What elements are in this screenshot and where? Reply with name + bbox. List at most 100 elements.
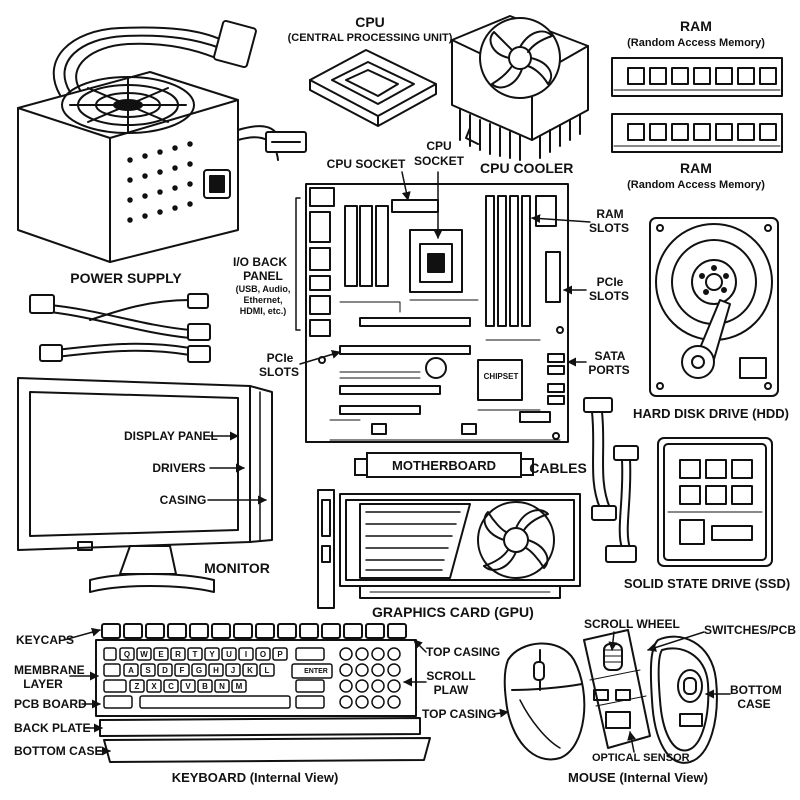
keycap-letter: Q bbox=[124, 650, 130, 659]
motherboard-label: MOTHERBOARD bbox=[392, 457, 496, 473]
mouse-label: MOUSE (Internal View) bbox=[568, 770, 708, 785]
ram-mid-subtitle: (Random Access Memory) bbox=[627, 179, 765, 191]
keycap bbox=[123, 663, 139, 677]
cpu-socket-top-label-2: SOCKET bbox=[413, 154, 464, 168]
io-panel-label-4: Ethernet, bbox=[243, 295, 283, 305]
pcb-board-label: PCB BOARD bbox=[14, 697, 87, 711]
monitor-callouts bbox=[207, 431, 267, 505]
keycap-letter: B bbox=[202, 682, 208, 691]
pcie-slots-right-label-1: PCIe bbox=[596, 275, 624, 289]
keycap-letter: S bbox=[145, 666, 151, 675]
cpu-chip bbox=[309, 49, 437, 127]
keycap bbox=[255, 647, 271, 661]
solid-state-drive bbox=[657, 437, 773, 567]
mouse-bottom-case-label-1: BOTTOM bbox=[730, 683, 782, 697]
chipset-label: CHIPSET bbox=[483, 372, 519, 381]
graphics-card-label: GRAPHICS CARD (GPU) bbox=[372, 604, 534, 620]
monitor-label: MONITOR bbox=[204, 560, 270, 576]
cpu-title: CPU bbox=[355, 14, 385, 30]
bottom-case-label: BOTTOM CASE bbox=[14, 744, 103, 758]
keycap-letter: M bbox=[236, 682, 243, 691]
keycap-letter: I bbox=[245, 650, 247, 659]
keyboard-label: KEYBOARD (Internal View) bbox=[171, 770, 339, 785]
keycap bbox=[197, 679, 213, 693]
keycap bbox=[157, 663, 173, 677]
pcie-slots-left-label-1: PCIe bbox=[266, 351, 294, 365]
scroll-label-2: PLAW bbox=[433, 683, 469, 697]
keycap-letter: H bbox=[213, 666, 219, 675]
psu-cable-bundle bbox=[29, 293, 211, 363]
keycap-letter: R bbox=[175, 650, 181, 659]
mouse-bottom-case-label-2: CASE bbox=[737, 697, 771, 711]
membrane-label-1: MEMBRANE bbox=[14, 663, 85, 677]
keycap-letter: E bbox=[158, 650, 164, 659]
keycap-letter: K bbox=[247, 666, 253, 675]
mouse-callouts bbox=[493, 631, 731, 753]
graphics-card bbox=[317, 489, 581, 609]
keycap bbox=[163, 679, 179, 693]
keycap-letter: O bbox=[260, 650, 266, 659]
keyboard-top-casing-label: TOP CASING bbox=[426, 645, 501, 659]
cpu-cooler bbox=[451, 15, 589, 161]
keycap bbox=[214, 679, 230, 693]
cables-label: CABLES bbox=[529, 460, 587, 476]
mouse-top-casing-label: TOP CASING bbox=[422, 707, 497, 721]
keycap bbox=[129, 679, 145, 693]
keycap-letter: V bbox=[185, 682, 191, 691]
ssd-label: SOLID STATE DRIVE (SSD) bbox=[623, 576, 791, 591]
keycap bbox=[153, 647, 169, 661]
motherboard-banner: MOTHERBOARD bbox=[354, 452, 534, 478]
scroll-label-1: SCROLL bbox=[426, 669, 476, 683]
keycap-letter: F bbox=[180, 666, 185, 675]
keycap-letter: W bbox=[140, 650, 148, 659]
ram-mid-title: RAM bbox=[680, 160, 712, 176]
back-plate-label: BACK PLATE bbox=[14, 721, 91, 735]
mouse bbox=[503, 629, 718, 764]
motherboard-callouts bbox=[295, 171, 591, 367]
io-panel-label-3: (USB, Audio, bbox=[235, 284, 291, 294]
keycap bbox=[221, 647, 237, 661]
keycap-letter: Z bbox=[135, 682, 140, 691]
optical-sensor-label: OPTICAL SENSOR bbox=[592, 752, 690, 764]
keycap bbox=[272, 647, 288, 661]
keycap bbox=[146, 679, 162, 693]
keycap-letter: P bbox=[277, 650, 283, 659]
ram-stick-bottom bbox=[611, 113, 783, 153]
keycap bbox=[204, 647, 220, 661]
keycap-letter: U bbox=[226, 650, 232, 659]
keycap-letter: C bbox=[168, 682, 174, 691]
cpu-socket-left-label: CPU SOCKET bbox=[326, 157, 406, 171]
keyboard-callouts bbox=[63, 627, 427, 756]
pcie-slots-left-label-2: SLOTS bbox=[258, 365, 299, 379]
keycap bbox=[170, 647, 186, 661]
power-supply-label: POWER SUPPLY bbox=[70, 270, 182, 286]
keycap-letter: L bbox=[265, 666, 270, 675]
switches-pcb-label: SWITCHES/PCB bbox=[704, 623, 797, 637]
keycap-letter: N bbox=[219, 682, 225, 691]
scroll-wheel-label: SCROLL WHEEL bbox=[584, 617, 680, 631]
io-panel-label-5: HDMI, etc.) bbox=[239, 306, 287, 316]
keycap bbox=[231, 679, 247, 693]
power-supply bbox=[17, 19, 307, 263]
sata-ports-label-2: PORTS bbox=[588, 363, 630, 377]
keycap bbox=[174, 663, 190, 677]
keycap-letter: J bbox=[231, 666, 235, 675]
ram-stick-top bbox=[611, 57, 783, 97]
cpu-socket-top-label-1: CPU bbox=[426, 139, 452, 153]
keycap-letter: T bbox=[193, 650, 198, 659]
keycap bbox=[238, 647, 254, 661]
keycap bbox=[242, 663, 258, 677]
keycap-letter: Y bbox=[209, 650, 215, 659]
ram-slots-label-2: SLOTS bbox=[588, 221, 629, 235]
io-panel-label-2: PANEL bbox=[243, 269, 283, 283]
keycap bbox=[191, 663, 207, 677]
keycap bbox=[187, 647, 203, 661]
ram-top-title: RAM bbox=[680, 18, 712, 34]
membrane-label-2: LAYER bbox=[23, 677, 63, 691]
keycap bbox=[119, 647, 135, 661]
drivers-label: DRIVERS bbox=[152, 461, 206, 475]
enter-key-label: ENTER bbox=[304, 668, 328, 675]
keyboard bbox=[95, 623, 431, 763]
sata-ports-label-1: SATA bbox=[594, 349, 626, 363]
